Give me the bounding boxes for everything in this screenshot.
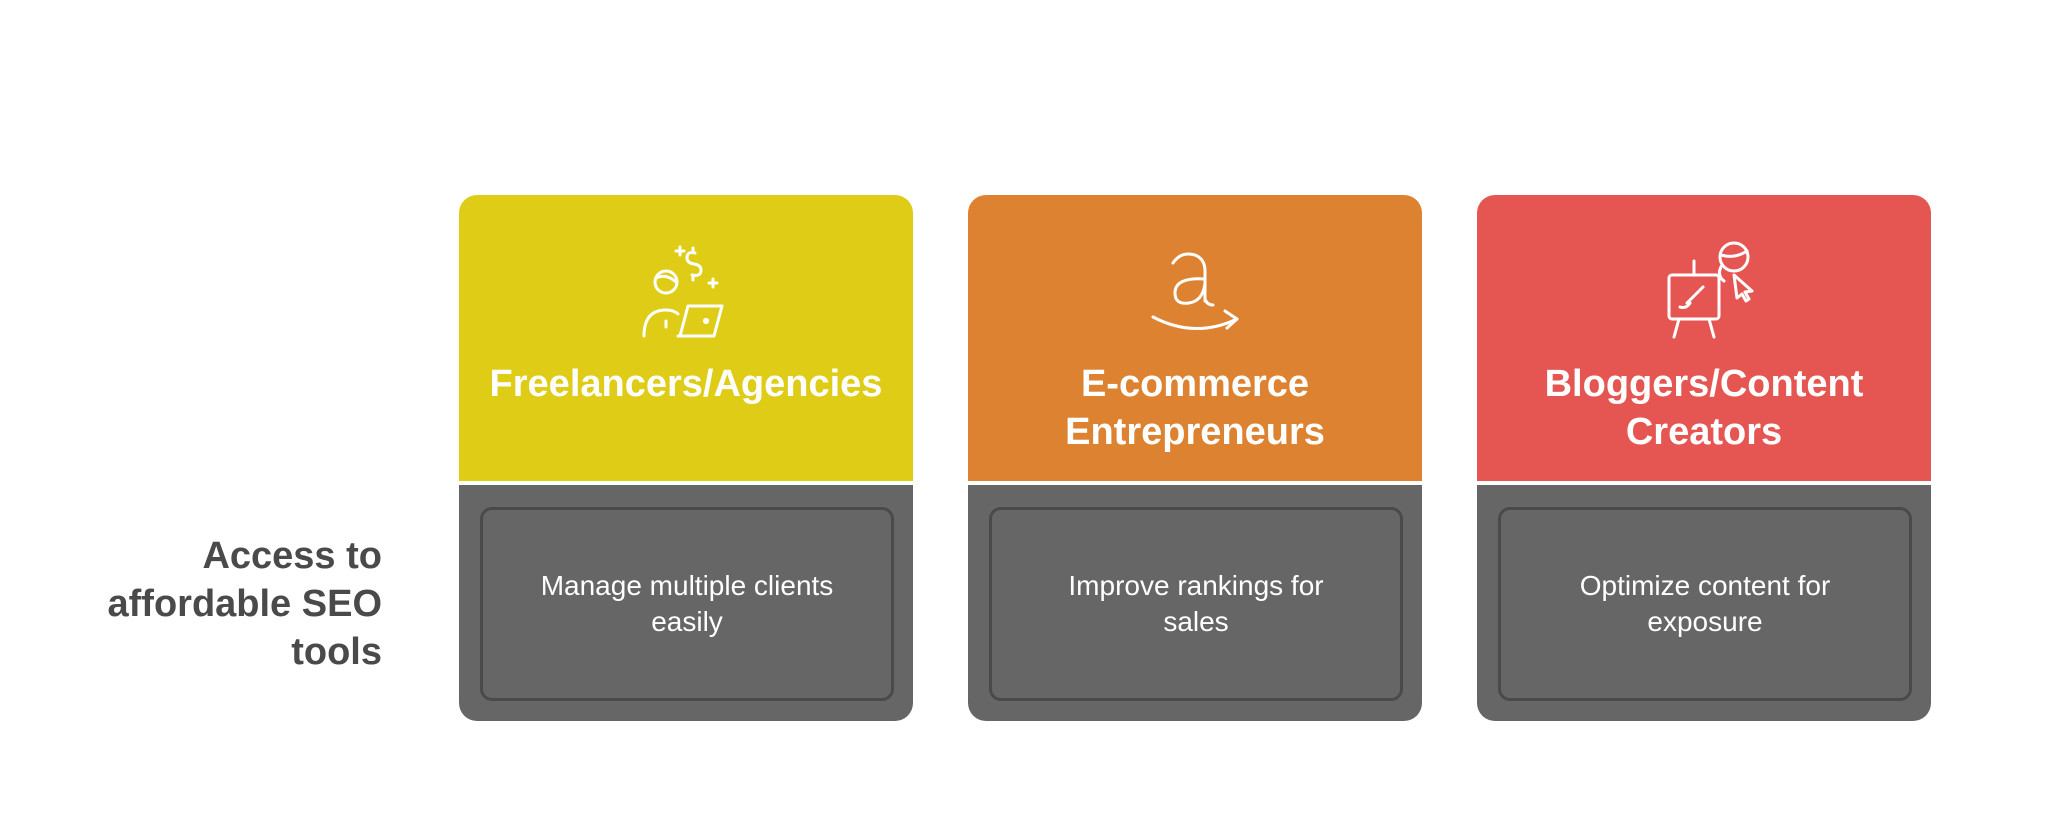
card-description: Improve rankings for sales xyxy=(1068,570,1324,637)
card-title: Bloggers/Content Creators xyxy=(1544,363,1864,453)
card-title: Freelancers/Agencies xyxy=(489,363,883,405)
card-body: Manage multiple clients easily xyxy=(459,485,913,721)
card-body: Improve rankings for sales xyxy=(968,485,1422,721)
easel-creator-icon xyxy=(1654,241,1754,341)
card-description-box: Manage multiple clients easily xyxy=(480,507,894,701)
card-bloggers: Bloggers/Content Creators Optimize conte… xyxy=(1477,195,1931,721)
card-header: E-commerce Entrepreneurs xyxy=(968,195,1422,481)
freelancer-laptop-dollar-icon xyxy=(636,241,736,341)
amazon-logo-icon xyxy=(1145,241,1245,341)
card-body: Optimize content for exposure xyxy=(1477,485,1931,721)
card-header: Freelancers/Agencies xyxy=(459,195,913,481)
card-header: Bloggers/Content Creators xyxy=(1477,195,1931,481)
card-description-box: Optimize content for exposure xyxy=(1498,507,1912,701)
row-label: Access to affordable SEO tools xyxy=(107,535,383,673)
card-description: Optimize content for exposure xyxy=(1579,570,1831,637)
card-description-box: Improve rankings for sales xyxy=(989,507,1403,701)
card-freelancers: Freelancers/Agencies Manage multiple cli… xyxy=(459,195,913,721)
card-ecommerce: E-commerce Entrepreneurs Improve ranking… xyxy=(968,195,1422,721)
card-title: E-commerce Entrepreneurs xyxy=(1065,363,1325,453)
card-description: Manage multiple clients easily xyxy=(540,570,834,637)
